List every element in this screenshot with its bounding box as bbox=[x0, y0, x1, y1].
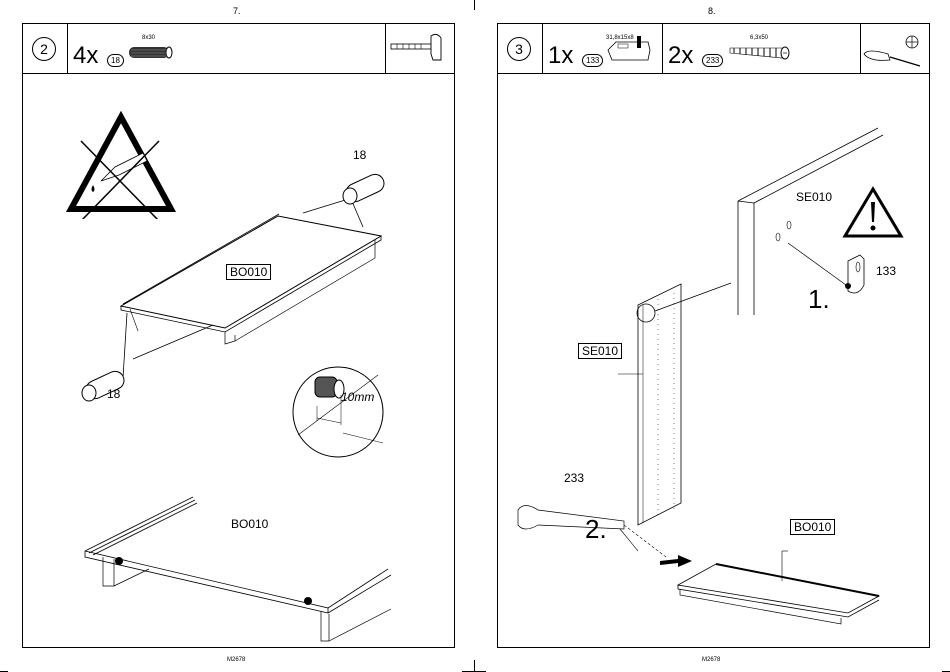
caution-warning-icon bbox=[842, 186, 904, 238]
board-drawing-bottom bbox=[84, 496, 392, 642]
page-footer: M2678 bbox=[227, 657, 246, 663]
parts-header: 3 1x 133 31,8x15x8 2x 233 6,3x50 bbox=[498, 24, 929, 74]
part-quantity: 1x bbox=[548, 42, 574, 69]
part-dimension: 31,8x15x8 bbox=[606, 35, 634, 41]
screw-icon bbox=[729, 46, 790, 60]
part-label-side-panel: SE010 bbox=[796, 190, 833, 204]
screw-label: 233 bbox=[564, 471, 585, 485]
part-quantity: 4x bbox=[73, 42, 99, 69]
step-two-marker: 2. bbox=[585, 514, 607, 544]
crop-mark bbox=[474, 660, 475, 672]
crop-mark bbox=[474, 0, 475, 10]
instruction-panel-step-3: 3 1x 133 31,8x15x8 2x 233 6,3x50 bbox=[497, 23, 930, 648]
tool-cell bbox=[385, 24, 453, 73]
dowel-icon bbox=[342, 173, 385, 205]
part-label-board: BO010 bbox=[790, 519, 836, 535]
dowel-label: 18 bbox=[353, 148, 367, 162]
part-number: 233 bbox=[702, 54, 724, 67]
dowel-icon bbox=[81, 370, 125, 402]
part-number: 133 bbox=[582, 54, 604, 67]
part-dimension: 6,3x50 bbox=[750, 35, 769, 41]
parts-header: 2 4x 18 8x30 bbox=[23, 24, 454, 74]
step-number: 2 bbox=[32, 37, 56, 61]
step-cell: 3 bbox=[498, 24, 543, 73]
part-label-board: BO010 bbox=[231, 517, 269, 531]
depth-label: 10mm bbox=[341, 390, 375, 404]
part-cell: 1x 133 31,8x15x8 bbox=[542, 24, 663, 73]
dowel-label: 18 bbox=[107, 387, 121, 401]
assembly-drawing bbox=[517, 127, 884, 625]
page-number: 7. bbox=[233, 6, 241, 16]
connector-block-icon bbox=[607, 36, 651, 61]
part-number: 18 bbox=[107, 54, 124, 67]
hammer-icon bbox=[390, 33, 442, 61]
screwdriver-phillips-icon bbox=[863, 35, 921, 67]
page-footer: M2678 bbox=[702, 657, 721, 663]
wood-dowel-icon bbox=[129, 46, 173, 59]
step-number: 3 bbox=[507, 37, 531, 61]
part-cell: 2x 233 6,3x50 bbox=[662, 24, 861, 73]
instruction-panel-step-2: 2 4x 18 8x30 bbox=[22, 23, 455, 648]
step-cell: 2 bbox=[23, 24, 68, 73]
part-cell: 4x 18 8x30 bbox=[67, 24, 386, 73]
step-one-marker: 1. bbox=[808, 284, 830, 314]
part-label-board: BO010 bbox=[226, 264, 272, 280]
part-quantity: 2x bbox=[668, 42, 694, 69]
page-number: 8. bbox=[708, 6, 716, 16]
tool-cell bbox=[860, 24, 928, 73]
part-dimension: 8x30 bbox=[142, 35, 156, 41]
part-label-side-panel: SE010 bbox=[578, 343, 623, 359]
no-glue-warning-icon bbox=[65, 110, 177, 219]
connector-label: 133 bbox=[876, 264, 897, 278]
